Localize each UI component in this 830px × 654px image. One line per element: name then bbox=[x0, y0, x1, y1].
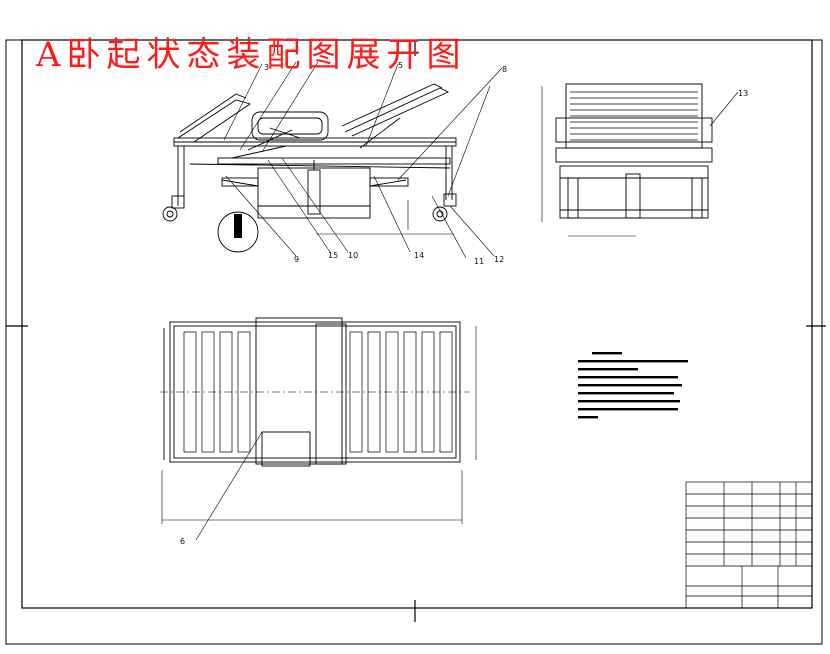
centering-marks bbox=[6, 40, 826, 622]
callout-9: 9 bbox=[294, 255, 299, 264]
callout-12: 12 bbox=[494, 255, 504, 264]
side-view bbox=[541, 83, 713, 237]
drawing-title: A卧起状态装配图展开图 bbox=[36, 35, 467, 75]
callout-6: 6 bbox=[180, 537, 185, 546]
callout-13: 13 bbox=[738, 89, 748, 98]
top-view bbox=[160, 317, 477, 524]
front-view bbox=[162, 83, 457, 253]
callout-11: 11 bbox=[474, 257, 484, 266]
callout-10: 10 bbox=[348, 251, 358, 260]
front-view-leaders bbox=[195, 61, 739, 541]
technical-notes bbox=[578, 352, 688, 419]
callout-14: 14 bbox=[414, 251, 424, 260]
inner-border bbox=[21, 39, 813, 609]
outer-border bbox=[5, 39, 823, 645]
callout-8: 8 bbox=[502, 65, 507, 74]
callout-15: 15 bbox=[328, 251, 338, 260]
title-block bbox=[685, 481, 813, 609]
callout-3: 3 bbox=[264, 63, 269, 72]
callout-5: 5 bbox=[398, 61, 403, 70]
callouts: 5 8 13 9 15 10 14 11 12 6 3 bbox=[180, 61, 748, 546]
